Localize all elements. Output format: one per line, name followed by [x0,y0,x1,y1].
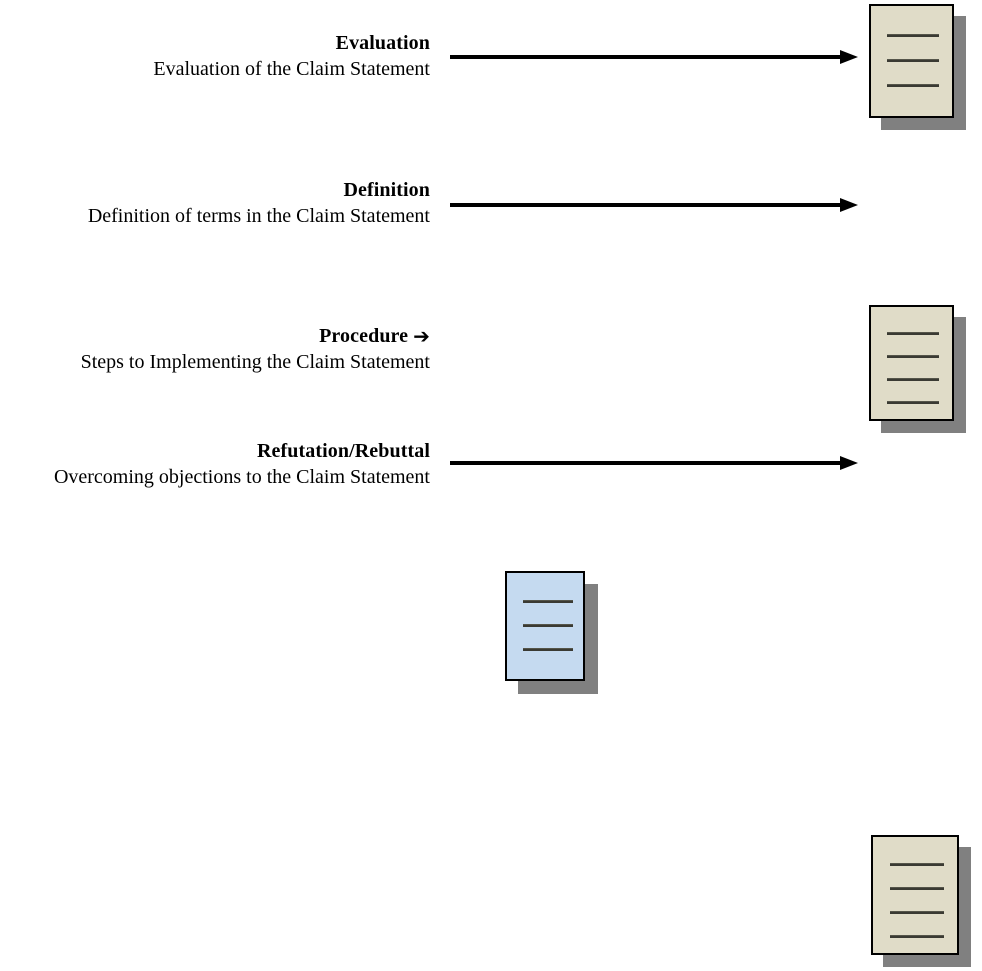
label-block-refutation-rebuttal: Refutation/Rebuttal Overcoming objection… [0,438,430,490]
document-line [887,84,939,87]
row-title-procedure: Procedure➔ [319,324,430,348]
diagram-row-definition: Definition Definition of terms in the Cl… [0,150,982,433]
document-line [890,887,944,890]
document-line [887,59,939,62]
label-block-evaluation: Evaluation Evaluation of the Claim State… [0,30,430,82]
document-line [887,34,939,37]
connector-arrow-refutation-rebuttal [450,455,860,471]
label-block-procedure: Procedure➔ Steps to Implementing the Cla… [0,323,430,375]
document-line [890,935,944,938]
document-line [523,648,573,651]
document-line [887,355,939,358]
document-line [523,624,573,627]
document-sheet [871,835,959,955]
diagram-row-procedure: Procedure➔ Steps to Implementing the Cla… [0,283,982,694]
row-title-refutation-rebuttal: Refutation/Rebuttal [256,440,430,462]
document-line [887,378,939,381]
procedure-document [505,571,607,697]
row-description-definition: Definition of terms in the Claim Stateme… [87,205,430,227]
label-block-definition: Definition Definition of terms in the Cl… [0,177,430,229]
row-description-refutation-rebuttal: Overcoming objections to the Claim State… [53,466,430,488]
document-line [890,863,944,866]
document-sheet [869,305,954,421]
connector-arrow-evaluation [450,49,860,65]
row-title-evaluation: Evaluation [335,32,430,54]
row-title-definition: Definition [343,179,430,201]
document-sheet [869,4,954,118]
evaluation-document [869,4,977,132]
inline-arrow-icon: ➔ [413,324,430,348]
document-line [887,332,939,335]
document-line [890,911,944,914]
definition-document [869,305,977,435]
row-description-procedure: Steps to Implementing the Claim Statemen… [80,351,430,373]
document-line [887,401,939,404]
diagram-row-evaluation: Evaluation Evaluation of the Claim State… [0,0,982,140]
diagram-row-refutation-rebuttal: Refutation/Rebuttal Overcoming objection… [0,415,982,967]
refutation-rebuttal-document [871,835,982,971]
document-line [523,600,573,603]
row-description-evaluation: Evaluation of the Claim Statement [153,58,430,80]
document-sheet [505,571,585,681]
connector-arrow-definition [450,197,860,213]
